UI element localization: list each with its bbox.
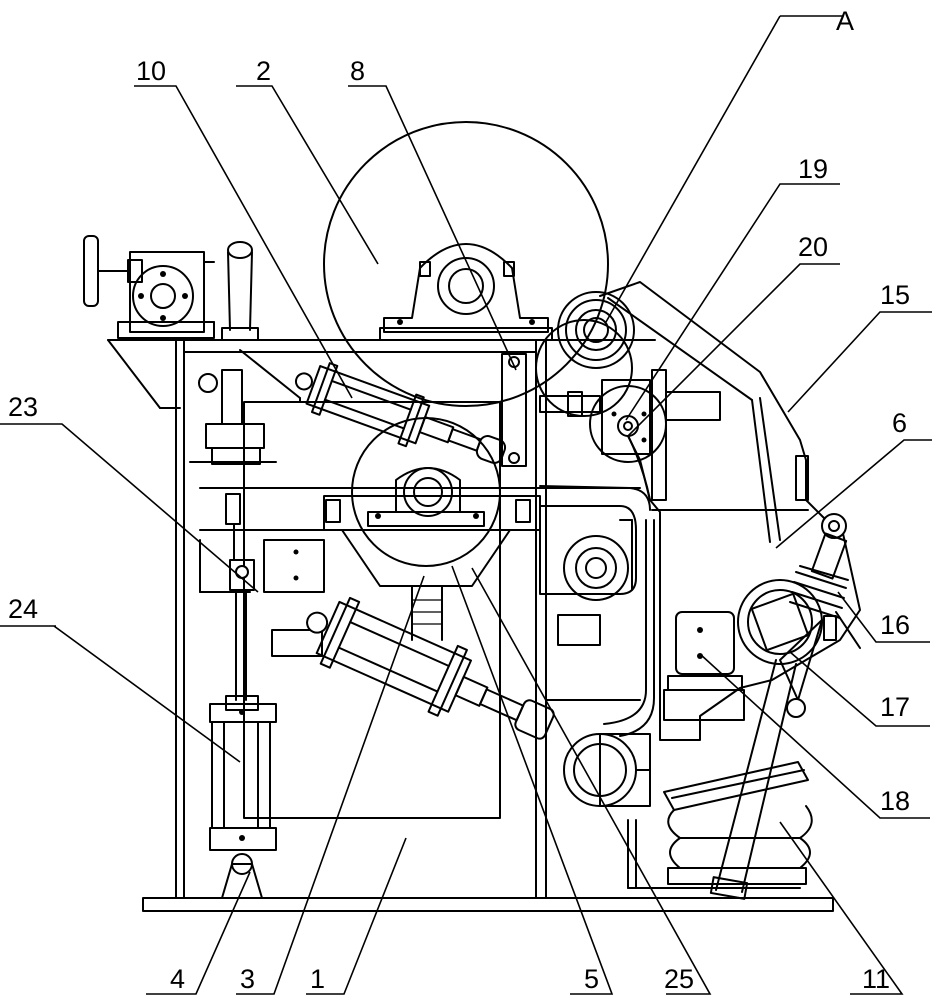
roller-arm <box>501 319 633 467</box>
callout-17: 17 <box>880 692 910 722</box>
guide-post <box>221 241 259 341</box>
callout-4: 4 <box>170 964 185 994</box>
callout-a: A <box>836 6 854 36</box>
callout-6: 6 <box>892 408 907 438</box>
motor-box <box>663 611 745 721</box>
callout-16: 16 <box>880 610 910 640</box>
callout-3: 3 <box>240 964 255 994</box>
base-plate <box>142 897 834 912</box>
callout-20: 20 <box>798 232 828 262</box>
roll-a <box>557 291 635 369</box>
main-frame <box>107 339 801 899</box>
bracket-19-20 <box>589 369 721 501</box>
callout-24: 24 <box>8 594 38 624</box>
eccentric-roll <box>737 579 861 718</box>
lower-cylinder <box>306 596 555 740</box>
callout-1: 1 <box>310 964 325 994</box>
callout-19: 19 <box>798 154 828 184</box>
callout-25: 25 <box>664 964 694 994</box>
handwheel-gearbox <box>83 235 215 339</box>
spring-damper <box>789 513 849 619</box>
callout-15: 15 <box>880 280 910 310</box>
vertical-cylinder <box>189 369 277 899</box>
callout-23: 23 <box>8 392 38 422</box>
air-spring <box>663 761 813 885</box>
callout-2: 2 <box>256 56 271 86</box>
large-roll <box>323 121 609 407</box>
callout-5: 5 <box>584 964 599 994</box>
callout-18: 18 <box>880 786 910 816</box>
upper-cylinder <box>294 362 507 464</box>
callout-8: 8 <box>350 56 365 86</box>
leader-lines <box>0 15 932 995</box>
callout-11: 11 <box>862 964 890 994</box>
callout-labels: A 10 2 8 19 20 15 23 6 24 16 17 18 4 3 1… <box>8 6 910 994</box>
roll-5 <box>539 505 637 601</box>
bottom-roll <box>563 733 651 807</box>
callout-10: 10 <box>136 56 166 86</box>
